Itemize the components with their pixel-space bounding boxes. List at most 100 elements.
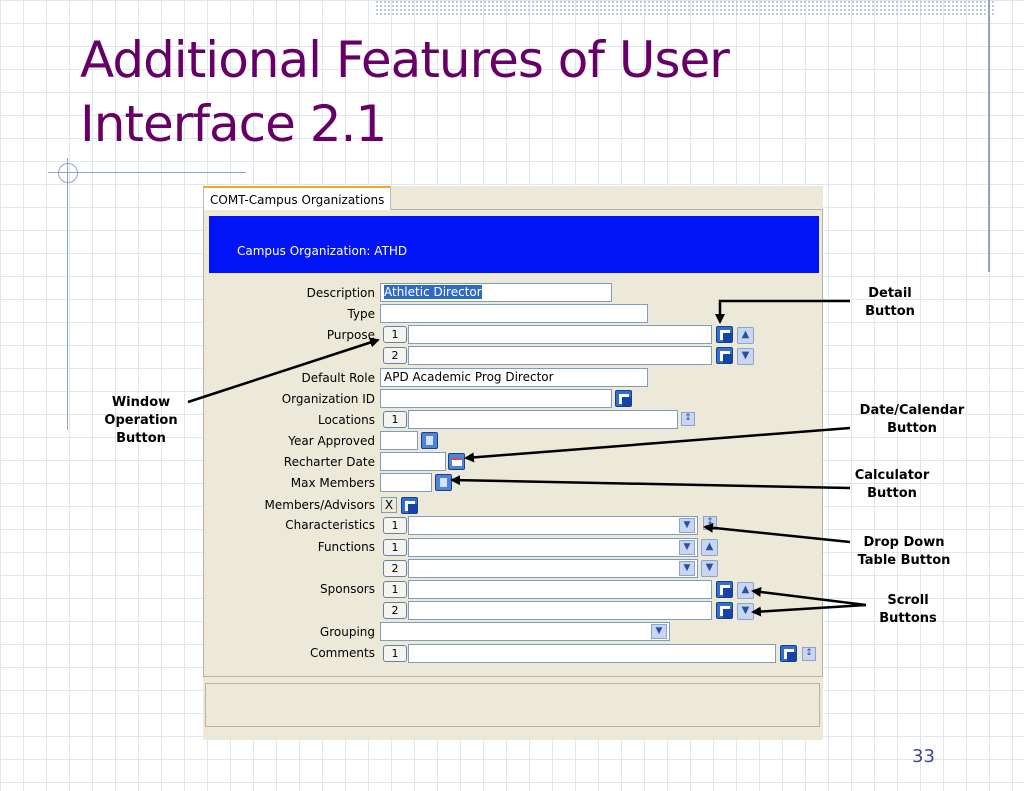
decorative-vertical-guide (67, 158, 68, 430)
locations-label: Locations (317, 413, 375, 427)
tab-campus-organizations[interactable]: COMT-Campus Organizations (203, 186, 392, 210)
detail-icon[interactable] (401, 497, 418, 514)
chevron-down-icon[interactable]: ▼ (651, 624, 667, 639)
detail-icon[interactable] (780, 645, 797, 662)
comments-label: Comments (309, 646, 375, 660)
callout-line: Date/Calendar (859, 403, 965, 418)
detail-arrow (715, 299, 850, 324)
detail-icon[interactable] (716, 602, 733, 619)
slide-title-line-1: Additional Features of User (80, 31, 730, 89)
callout-line: Scroll (887, 593, 929, 608)
calendar-icon[interactable] (448, 453, 465, 470)
chevron-down-icon[interactable]: ▼ (737, 348, 754, 365)
callout-line: Button (887, 421, 937, 436)
detail-icon[interactable] (716, 581, 733, 598)
default-role-label: Default Role (301, 371, 375, 385)
decorative-vertical-rule (988, 0, 990, 272)
date-calendar-callout: Date/Calendar Button (848, 402, 976, 438)
callout-line: Detail (868, 286, 912, 301)
members-advisors-label: Members/Advisors (264, 498, 375, 512)
organization-id-label: Organization ID (281, 392, 375, 406)
decorative-dot-band (375, 0, 995, 16)
calculator-arrow (450, 475, 851, 490)
description-field[interactable]: Athletic Director (380, 283, 612, 302)
max-members-label: Max Members (290, 476, 375, 490)
functions-field-2[interactable] (408, 559, 698, 578)
scroll-buttons-callout: Scroll Buttons (862, 592, 954, 628)
characteristics-field[interactable] (408, 516, 698, 535)
recharter-date-field[interactable] (380, 452, 446, 471)
functions-label: Functions (317, 540, 375, 554)
purpose-row-2-button[interactable]: 2 (383, 347, 407, 364)
type-label: Type (347, 307, 375, 321)
window-operation-arrow (187, 337, 380, 404)
purpose-field-1[interactable] (408, 325, 712, 344)
sponsors-field-2[interactable] (408, 601, 712, 620)
scroll-up-arrow (751, 587, 867, 607)
year-approved-label: Year Approved (288, 434, 375, 448)
record-header: Campus Organization: ATHD (209, 216, 819, 273)
purpose-row-1-button[interactable]: 1 (383, 326, 407, 343)
slide-title: Additional Features of User Interface 2.… (80, 28, 900, 156)
dropdown-callout: Drop Down Table Button (848, 534, 960, 570)
callout-line: Calculator (854, 468, 930, 483)
sponsors-field-1[interactable] (408, 580, 712, 599)
description-value: Athletic Director (384, 285, 482, 299)
detail-icon[interactable] (615, 390, 632, 407)
calculator-icon[interactable] (435, 474, 452, 491)
functions-row-1-button[interactable]: 1 (383, 539, 407, 556)
chevron-down-icon[interactable]: ▼ (679, 540, 695, 555)
chevron-down-icon[interactable]: ▼ (679, 518, 695, 533)
functions-field-1[interactable] (408, 538, 698, 557)
recharter-date-label: Recharter Date (283, 455, 375, 469)
locations-field[interactable] (408, 410, 678, 429)
description-label: Description (306, 286, 375, 300)
characteristics-row-1-button[interactable]: 1 (383, 517, 407, 534)
comments-row-1-button[interactable]: 1 (383, 645, 407, 662)
year-approved-field[interactable] (380, 431, 418, 450)
organization-id-field[interactable] (380, 389, 612, 408)
window-operation-callout: Window Operation Button (95, 394, 187, 448)
date-calendar-arrow (464, 426, 851, 463)
functions-row-2-button[interactable]: 2 (383, 560, 407, 577)
chevron-up-icon[interactable]: ▲ (701, 539, 718, 556)
detail-icon[interactable] (716, 326, 733, 343)
grouping-label: Grouping (319, 625, 375, 639)
chevron-down-icon[interactable]: ▼ (679, 561, 695, 576)
chevron-down-icon[interactable]: ▼ (701, 560, 718, 577)
grouping-field[interactable] (380, 622, 670, 641)
status-panel (205, 683, 820, 727)
callout-line: Table Button (857, 553, 951, 568)
sponsors-row-2-button[interactable]: 2 (383, 602, 407, 619)
members-advisors-checkbox[interactable]: X (381, 497, 397, 513)
scroll-down-arrow (751, 603, 867, 617)
sponsors-row-1-button[interactable]: 1 (383, 581, 407, 598)
callout-line: Button (865, 304, 915, 319)
comments-field[interactable] (408, 644, 776, 663)
detail-button-callout: Detail Button (845, 285, 935, 321)
slide-number: 33 (912, 746, 935, 767)
decorative-horizontal-rule (48, 172, 246, 173)
scroll-spinner-icon[interactable]: ↕ (802, 647, 816, 661)
sponsors-label: Sponsors (320, 582, 375, 596)
purpose-label: Purpose (326, 328, 375, 342)
callout-line: Button (867, 486, 917, 501)
detail-icon[interactable] (716, 347, 733, 364)
type-field[interactable] (380, 304, 648, 323)
calculator-icon[interactable] (421, 432, 438, 449)
callout-line: Drop Down (863, 535, 945, 550)
callout-line: Window (111, 395, 171, 410)
callout-line: Operation (104, 413, 178, 428)
scroll-spinner-icon[interactable]: ↕ (681, 412, 695, 426)
max-members-field[interactable] (380, 473, 432, 492)
dropdown-arrow (703, 522, 851, 544)
default-role-field[interactable]: APD Academic Prog Director (380, 368, 648, 387)
calculator-callout: Calculator Button (842, 467, 942, 503)
slide-title-line-2: Interface 2.1 (80, 95, 387, 153)
chevron-up-icon[interactable]: ▲ (737, 327, 754, 344)
locations-row-1-button[interactable]: 1 (383, 411, 407, 428)
callout-line: Button (116, 431, 166, 446)
decorative-circle (58, 163, 78, 183)
purpose-field-2[interactable] (408, 346, 712, 365)
